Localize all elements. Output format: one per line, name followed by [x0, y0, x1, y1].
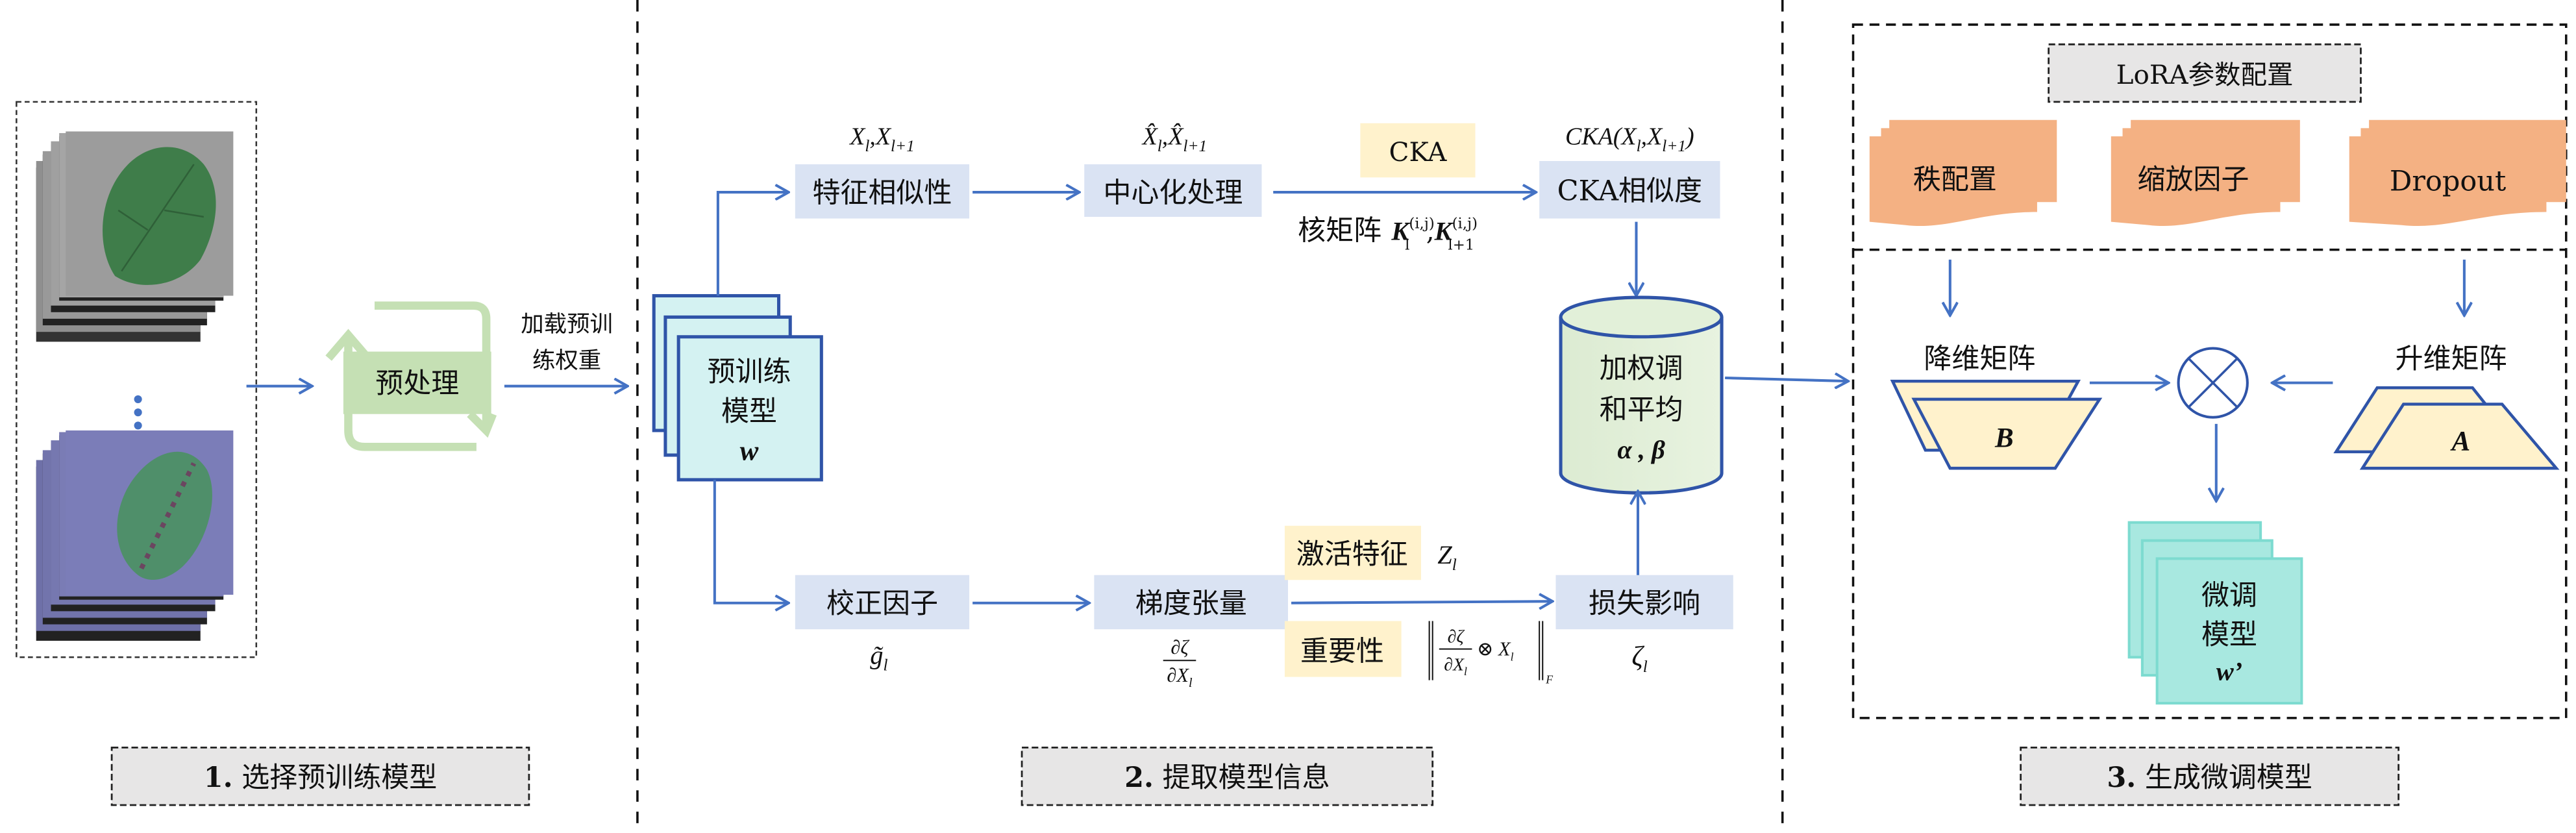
model-label: 模型 [721, 395, 777, 428]
arrow [716, 192, 789, 296]
matrix-b-symbol: B [1994, 423, 2014, 453]
correction-factor-box [795, 575, 970, 630]
param-label: 缩放因子 [2137, 164, 2249, 196]
feature-vars: Xl,Xl+1 [848, 123, 915, 155]
cka-similarity-label: CKA相似度 [1557, 175, 1702, 208]
lora-config-box [2048, 43, 2362, 103]
activation-symbol: Zl [1437, 540, 1457, 574]
param-dropout: Dropout [2349, 119, 2566, 227]
arrow [1725, 378, 1848, 381]
svg-text:∂ζ: ∂ζ [1170, 636, 1189, 658]
preprocess-box [343, 351, 491, 414]
finetuned-label: 微调 [2201, 579, 2257, 612]
gradient-tensor-label: 梯度张量 [1135, 588, 1247, 620]
down-projection-label: 降维矩阵 [1924, 343, 2035, 375]
importance-tag-box [1284, 621, 1402, 677]
matrix-a-shape: A [2333, 386, 2560, 470]
gradient-tensor-box [1094, 575, 1288, 630]
section-3-title: 3. 生成微调模型 [2107, 762, 2312, 794]
loss-symbol: ζl [1631, 641, 1647, 676]
svg-text:∂ζ: ∂ζ [1448, 627, 1465, 647]
loss-impact-box [1555, 575, 1733, 630]
preprocess-block: 预处理 [325, 301, 497, 451]
weighted-label: 和平均 [1600, 393, 1683, 426]
finetuned-model-stack: 微调 模型 w’ [2127, 521, 2303, 705]
centered-vars: X̂l,X̂l+1 [1141, 123, 1208, 155]
preprocess-label: 预处理 [375, 367, 459, 400]
section-2-title: 2. 提取模型信息 [1124, 762, 1330, 794]
arrow [1291, 601, 1552, 603]
pretrained-model-stack: 预训练 模型 w [652, 293, 823, 482]
matrix-a-symbol: A [2449, 426, 2470, 456]
svg-text:F: F [1545, 673, 1553, 686]
activation-tag-box [1284, 525, 1421, 580]
dataset-container [16, 101, 258, 658]
cka-tag: CKA [1389, 136, 1448, 168]
importance-tag: 重要性 [1300, 635, 1384, 667]
svg-text:∂Xl: ∂Xl [1167, 664, 1193, 690]
model-symbol: w [740, 436, 759, 467]
load-weights-label: 练权重 [532, 347, 601, 374]
circle-times-icon [2177, 347, 2249, 419]
param-scaling: 缩放因子 [2111, 119, 2300, 227]
feature-similarity-label: 特征相似性 [812, 177, 952, 209]
feature-similarity-box [795, 164, 970, 219]
svg-text:∂Xl: ∂Xl [1444, 654, 1467, 678]
gradient-formula: ∂ζ ∂Xl [1163, 636, 1196, 690]
weighted-label: 加权调 [1600, 353, 1683, 385]
correction-symbol: g̃l [870, 640, 887, 674]
lora-config-title: LoRA参数配置 [2116, 59, 2294, 90]
section-2-label-box [1021, 747, 1434, 806]
section-1-label-box [110, 747, 530, 806]
centering-box [1084, 164, 1262, 218]
importance-formula: ∂ζ ∂Xl ⊗ Xl F [1428, 621, 1553, 686]
param-rank: 秩配置 [1869, 119, 2057, 227]
leaf-image-stack-bottom [36, 430, 234, 641]
finetuned-symbol: w’ [2216, 657, 2242, 686]
weighted-symbols: α , β [1617, 435, 1665, 464]
leaf-shape [117, 451, 212, 580]
weighted-average-cylinder: 加权调 和平均 α , β [1559, 295, 1724, 495]
leaf-image-stack-top [36, 131, 234, 342]
centering-label: 中心化处理 [1103, 177, 1243, 209]
param-label: 秩配置 [1913, 164, 1997, 196]
cka-tag-box [1360, 123, 1476, 178]
up-projection-label: 升维矩阵 [2396, 343, 2507, 375]
lora-container [1852, 23, 2568, 719]
cka-formula: CKA(Xl,Xl+1) [1565, 123, 1694, 155]
section-3-label-box [2020, 747, 2400, 806]
load-weights-label: 加载预训 [521, 311, 613, 338]
model-label: 预训练 [707, 356, 791, 388]
finetuned-label: 模型 [2201, 619, 2257, 651]
svg-text:⊗ Xl: ⊗ Xl [1477, 638, 1514, 664]
activation-tag: 激活特征 [1296, 538, 1408, 571]
section-1-title: 1. 选择预训练模型 [204, 762, 438, 794]
param-label: Dropout [2390, 166, 2506, 198]
correction-factor-label: 校正因子 [826, 588, 938, 620]
cka-similarity-box [1539, 160, 1720, 219]
matrix-b-shape: B [1890, 379, 2103, 470]
loss-impact-label: 损失影响 [1589, 588, 1700, 620]
arrow [713, 479, 789, 603]
